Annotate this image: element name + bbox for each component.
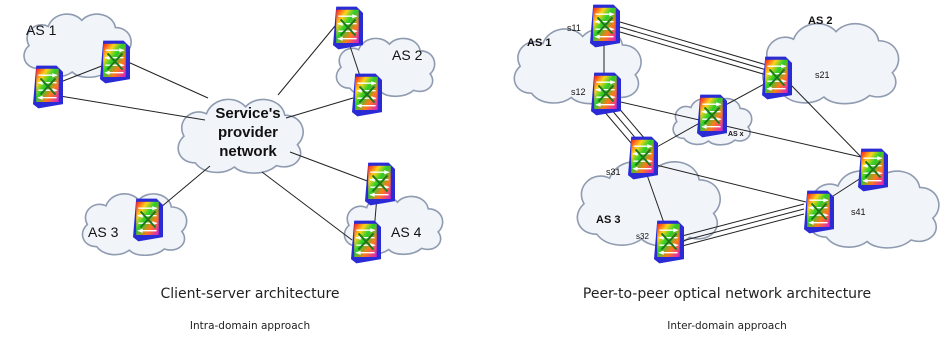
left-caption: Client-server architecture (160, 286, 340, 302)
right-labels: AS 1 AS 2 AS 3 AS x s11 s12 s21 s31 s32 … (527, 15, 866, 241)
link (681, 208, 805, 242)
right-caption: Peer-to-peer optical network architectur… (582, 286, 872, 302)
link (681, 203, 805, 237)
optical-router-icon (591, 72, 621, 116)
link (619, 31, 771, 77)
cloud-label-as1: AS 1 (26, 22, 57, 38)
right-clouds (512, 22, 941, 250)
optical-router-icon (100, 40, 130, 84)
link (611, 99, 875, 161)
cloud-label-as2: AS 2 (392, 47, 423, 63)
optical-router-icon (352, 73, 382, 117)
right-links (602, 21, 875, 247)
cloud-label-as1: AS 1 (527, 37, 551, 49)
link (719, 81, 769, 109)
link (285, 97, 354, 119)
link (619, 26, 771, 72)
optical-router-icon (628, 136, 658, 180)
link (261, 171, 353, 241)
link (654, 119, 706, 149)
link (619, 21, 771, 67)
optical-router-icon (351, 220, 381, 264)
cloud-label-as3: AS 3 (596, 214, 620, 226)
cloud-label-asx: AS x (728, 131, 744, 138)
optical-router-icon (697, 94, 727, 138)
link (277, 25, 336, 96)
right-subcaption: Inter-domain approach (667, 320, 787, 332)
optical-router-icon (333, 6, 363, 50)
router-label-s11: s11 (567, 23, 581, 33)
optical-router-icon (858, 148, 888, 192)
optical-router-icon (133, 198, 163, 242)
link (681, 213, 805, 247)
left-subcaption: Intra-domain approach (189, 320, 311, 332)
optical-router-icon (590, 4, 620, 48)
router-label-s41: s41 (851, 207, 866, 217)
link (289, 151, 371, 183)
optical-router-icon (804, 190, 834, 234)
optical-router-icon (762, 56, 792, 100)
optical-router-icon (365, 162, 395, 206)
cloud-label-as3: AS 3 (88, 224, 119, 240)
router-label-s32: s32 (636, 232, 649, 241)
link (127, 61, 209, 99)
router-label-s21: s21 (815, 70, 830, 80)
optical-router-icon (654, 220, 684, 264)
link (789, 83, 867, 163)
provider-label-line2: provider (218, 124, 278, 141)
router-label-s31: s31 (606, 167, 621, 177)
router-label-s12: s12 (571, 87, 586, 97)
provider-label-line3: network (219, 143, 277, 160)
link (59, 95, 206, 121)
link (645, 171, 666, 227)
left-labels: AS 1 AS 2 AS 3 AS 4 Service's provider n… (26, 22, 423, 240)
provider-label-line1: Service's (215, 105, 280, 122)
link (655, 164, 807, 203)
optical-router-icon (33, 65, 63, 109)
link (829, 175, 865, 199)
cloud-label-as2: AS 2 (808, 15, 832, 27)
cloud-label-as4: AS 4 (391, 224, 422, 240)
